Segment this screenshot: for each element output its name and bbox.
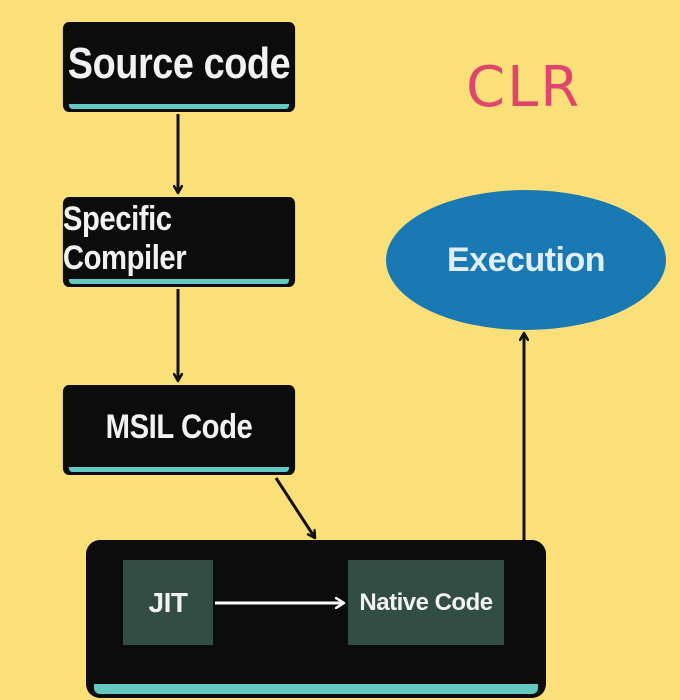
jit-node: JIT (123, 560, 213, 645)
jit-label: JIT (148, 586, 188, 618)
msil-code-label: MSIL Code (105, 407, 253, 446)
source-code-label: Source code (67, 39, 291, 88)
clr-title: CLR (466, 55, 582, 120)
specific-compiler-label: Specific Compiler (62, 200, 187, 277)
specific-compiler-node: Specific Compiler (62, 197, 296, 287)
execution-node: Execution (386, 190, 666, 330)
native-code-node: Native Code (348, 560, 504, 645)
arrow-msil-to-clr (274, 477, 317, 538)
native-code-label: Native Code (359, 588, 493, 616)
source-code-node: Source code (62, 22, 296, 112)
execution-label: Execution (447, 240, 605, 279)
msil-code-node: MSIL Code (62, 385, 296, 475)
